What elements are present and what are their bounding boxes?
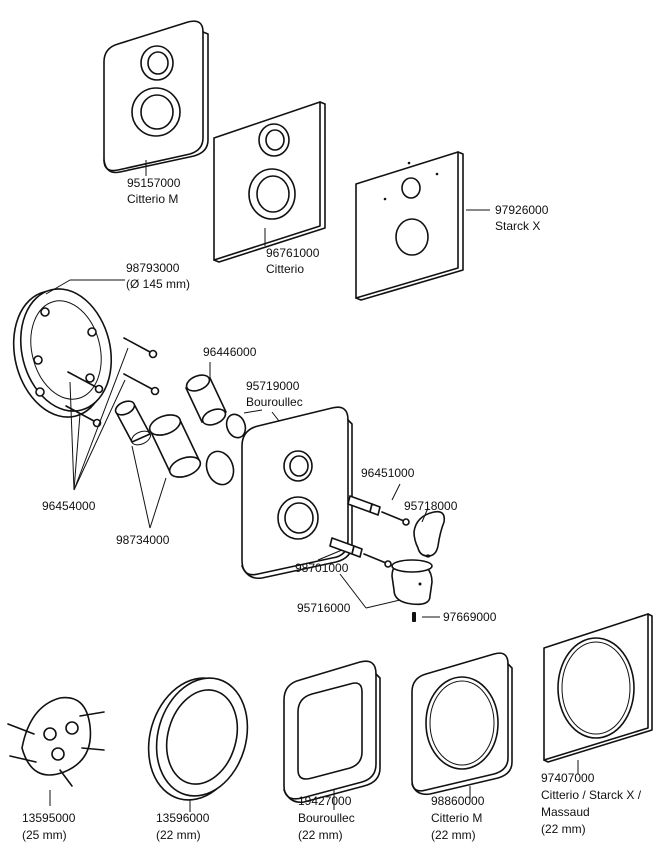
sleeve-96446000 [185, 362, 227, 426]
extension-frame-19427000 [283, 660, 381, 810]
label-97407000-desc: Citterio / Starck X / [541, 788, 642, 802]
extension-sleeve-98734000 [114, 400, 202, 529]
label-19427000-size: (22 mm) [298, 828, 343, 842]
label-13596000-number: 13596000 [156, 811, 210, 825]
cover-plate-citterio [213, 101, 326, 263]
label-97407000-desc2: Massaud [541, 805, 590, 819]
label-96454000-number: 96454000 [42, 499, 96, 513]
trim-plate-bouroullec [241, 406, 353, 580]
label-96761000-desc: Citterio [266, 262, 304, 276]
spindle-96451000 [347, 483, 410, 526]
label-95719000-desc: Bouroullec [246, 395, 303, 409]
screw-set-96454000 [65, 337, 160, 491]
label-98860000-desc: Citterio M [431, 811, 482, 825]
cover-plate-starck-x [355, 151, 490, 301]
label-95718000-number: 95718000 [404, 499, 458, 513]
label-95719000-number: 95719000 [246, 379, 300, 393]
mounting-disc-98793000 [12, 279, 125, 418]
extension-frame-97407000 [543, 613, 653, 774]
label-98701000-number: 98701000 [295, 561, 349, 575]
cover-plate-citterio-m [103, 20, 209, 176]
label-13595000-number: 13595000 [22, 811, 76, 825]
label-19427000-number: 19427000 [298, 794, 352, 808]
label-96761000-number: 96761000 [266, 246, 320, 260]
lever-handle-95718000 [413, 507, 446, 558]
label-13595000-desc: (25 mm) [22, 828, 67, 842]
label-97407000-size: (22 mm) [541, 822, 586, 836]
spindle-98701000 [317, 537, 392, 568]
label-98793000-desc: (Ø 145 mm) [126, 277, 190, 291]
extension-ring-13596000 [147, 677, 249, 812]
label-98860000-size: (22 mm) [431, 828, 476, 842]
label-95716000-number: 95716000 [297, 601, 351, 615]
set-screw-97669000 [412, 612, 440, 622]
label-96451000-number: 96451000 [361, 466, 415, 480]
label-98793000-number: 98793000 [126, 261, 180, 275]
label-97926000-number: 97926000 [495, 203, 549, 217]
label-98860000-number: 98860000 [431, 794, 485, 808]
label-19427000-desc: Bouroullec [298, 811, 355, 825]
label-97407000-number: 97407000 [541, 771, 595, 785]
label-13596000-desc: (22 mm) [156, 828, 201, 842]
label-96446000-number: 96446000 [203, 345, 257, 359]
extension-kit-13595000 [7, 696, 105, 806]
label-95157000-number: 95157000 [127, 176, 181, 190]
label-97926000-desc: Starck X [495, 219, 540, 233]
label-95157000-desc: Citterio M [127, 192, 178, 206]
knob-95716000 [339, 559, 433, 609]
o-ring-95719000 [205, 409, 291, 486]
label-98734000-number: 98734000 [116, 533, 170, 547]
extension-frame-98860000 [411, 652, 513, 802]
label-97669000-number: 97669000 [443, 610, 497, 624]
